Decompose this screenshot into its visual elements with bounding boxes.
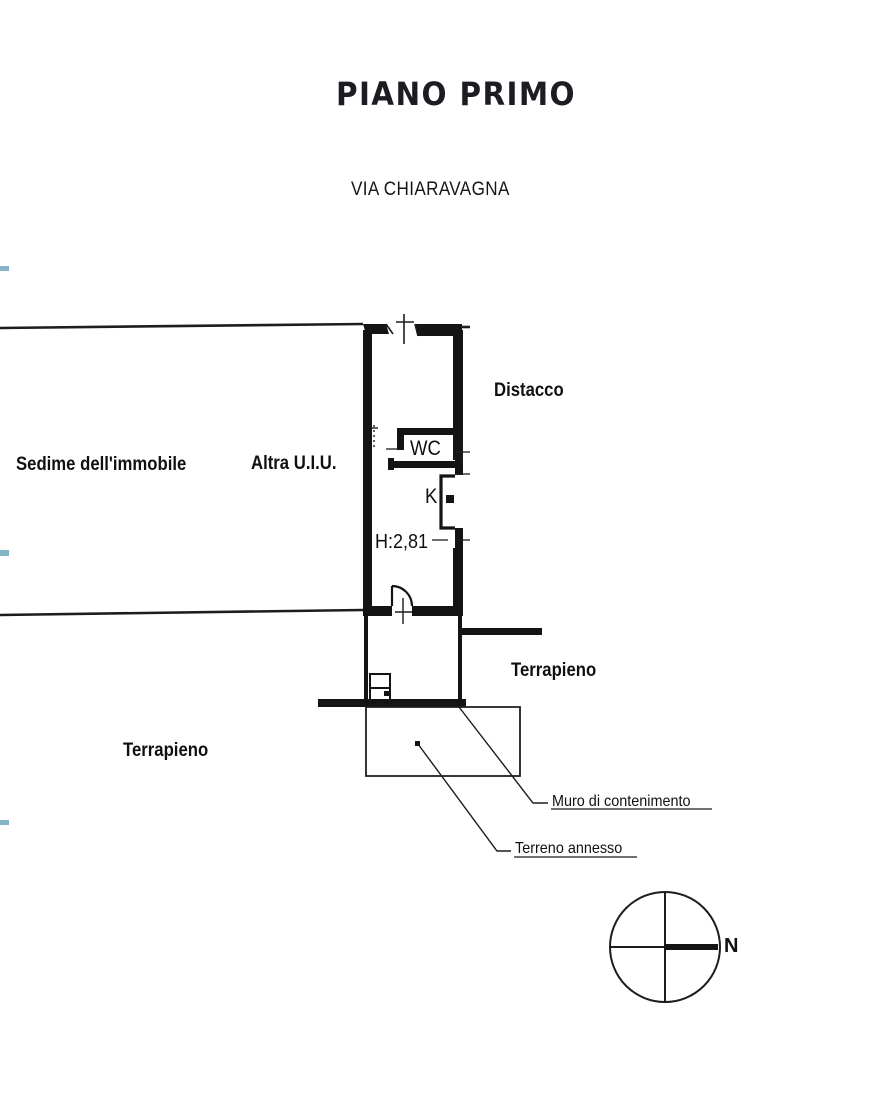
label-kitchen: K: [425, 485, 438, 508]
scan-artifact-middle: [0, 550, 9, 556]
window-left-wall: [372, 425, 378, 448]
compass-rose: [609, 891, 721, 1003]
entrance-door-marks: [395, 598, 412, 624]
page-title: PIANO PRIMO: [336, 75, 576, 113]
kitchen-niche: [439, 474, 455, 530]
callout-leader-terreno: [417, 743, 511, 852]
label-altra-uiu: Altra U.I.U.: [251, 453, 337, 474]
terrapieno-wall-stub-left: [318, 699, 466, 707]
label-wc: WC: [410, 437, 441, 460]
scan-artifact-bottom: [0, 820, 9, 825]
label-sedime-dellimmobile: Sedime dell'immobile: [16, 454, 187, 475]
apartment-upper-room-walls: [363, 324, 463, 616]
street-name: VIA CHIARAVAGNA: [351, 179, 510, 200]
callout-underlines: [514, 808, 712, 858]
terreno-annesso-outline: [365, 706, 521, 777]
window-opening-top: [385, 314, 419, 344]
terrapieno-wall-stub-right: [460, 628, 542, 635]
wc-partition-walls: [388, 428, 456, 470]
sedime-envelope: [0, 322, 364, 617]
label-terreno-annesso: Terreno annesso: [515, 840, 623, 857]
entrance-door: [390, 584, 414, 607]
label-ceiling-height: H:2,81: [375, 531, 429, 553]
apartment-lower-room-walls: [364, 616, 462, 705]
label-terrapieno-right: Terrapieno: [511, 660, 597, 681]
callout-leader-muro: [458, 706, 548, 804]
compass-north-label: N: [724, 935, 739, 957]
label-terrapieno-left: Terrapieno: [123, 740, 209, 761]
scan-artifact-top: [0, 266, 9, 271]
kitchen-fixture-mark: [446, 495, 454, 503]
stair-element: [369, 673, 391, 704]
label-muro-di-contenimento: Muro di contenimento: [552, 793, 691, 810]
callout-dot-terreno: [415, 741, 420, 746]
stair-element-mark: [384, 691, 389, 696]
label-distacco: Distacco: [494, 380, 564, 401]
wc-opening-marks: [386, 440, 470, 475]
